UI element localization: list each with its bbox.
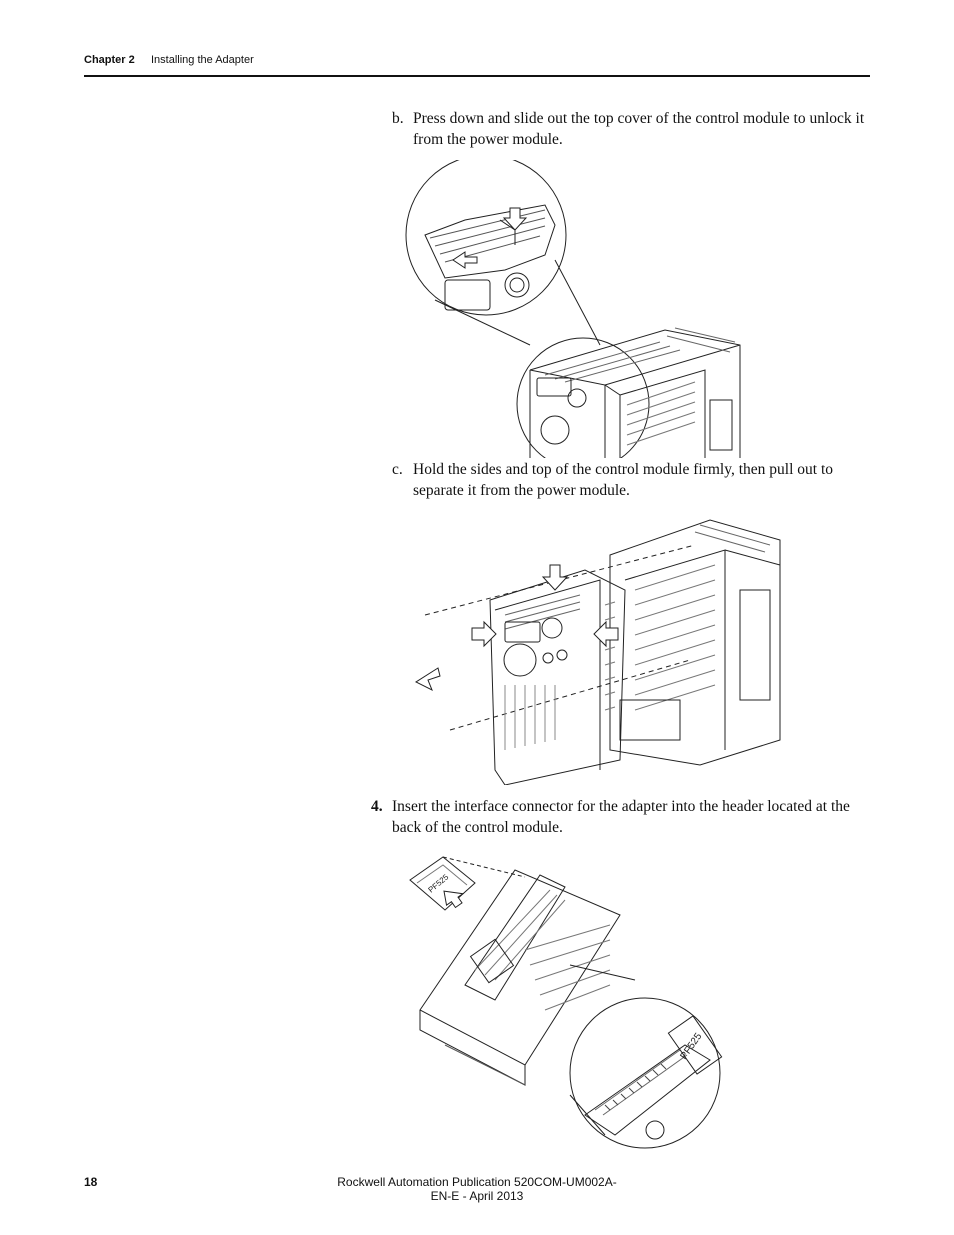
- power-module: [610, 520, 780, 765]
- step-b-marker: b.: [392, 110, 404, 127]
- pull-out-arrow-icon: [416, 668, 440, 690]
- down-arrow-icon: [543, 565, 567, 590]
- running-header: Chapter 2 Installing the Adapter: [84, 54, 870, 66]
- detail-cover-slide: [425, 205, 555, 310]
- adapter-card: PF525: [410, 857, 475, 910]
- control-module: [490, 570, 625, 785]
- insert-arrow-icon: [439, 883, 467, 911]
- slide-out-arrow-icon: [453, 252, 477, 268]
- page-number: 18: [84, 1175, 98, 1189]
- step-4-marker: 4.: [371, 798, 383, 815]
- figure-unlock-cover: [405, 160, 750, 458]
- step-c-text: Hold the sides and top of the control mo…: [413, 461, 834, 499]
- down-arrow-icon: [504, 208, 526, 230]
- figure-separate-module: [410, 510, 785, 785]
- step-4-text: Insert the interface connector for the a…: [392, 798, 850, 836]
- header-rule: [84, 75, 870, 77]
- chapter-title: Installing the Adapter: [151, 54, 254, 66]
- step-c-marker: c.: [392, 461, 403, 478]
- drive-magnifier-circle: [517, 338, 649, 458]
- publication-info: Rockwell Automation Publication 520COM-U…: [337, 1175, 617, 1203]
- step-b-text: Press down and slide out the top cover o…: [413, 110, 865, 148]
- connector-detail: PF525: [585, 1016, 722, 1139]
- push-left-arrow-icon: [594, 622, 618, 646]
- figure-insert-connector: PF525 PF525: [405, 845, 730, 1150]
- push-right-arrow-icon: [472, 622, 496, 646]
- control-module-back: [420, 870, 620, 1085]
- detail-magnifier-circle: [406, 160, 566, 315]
- connector-magnifier-circle: [570, 998, 720, 1148]
- chapter-label: Chapter 2: [84, 54, 135, 66]
- drive-assembly: [530, 328, 740, 458]
